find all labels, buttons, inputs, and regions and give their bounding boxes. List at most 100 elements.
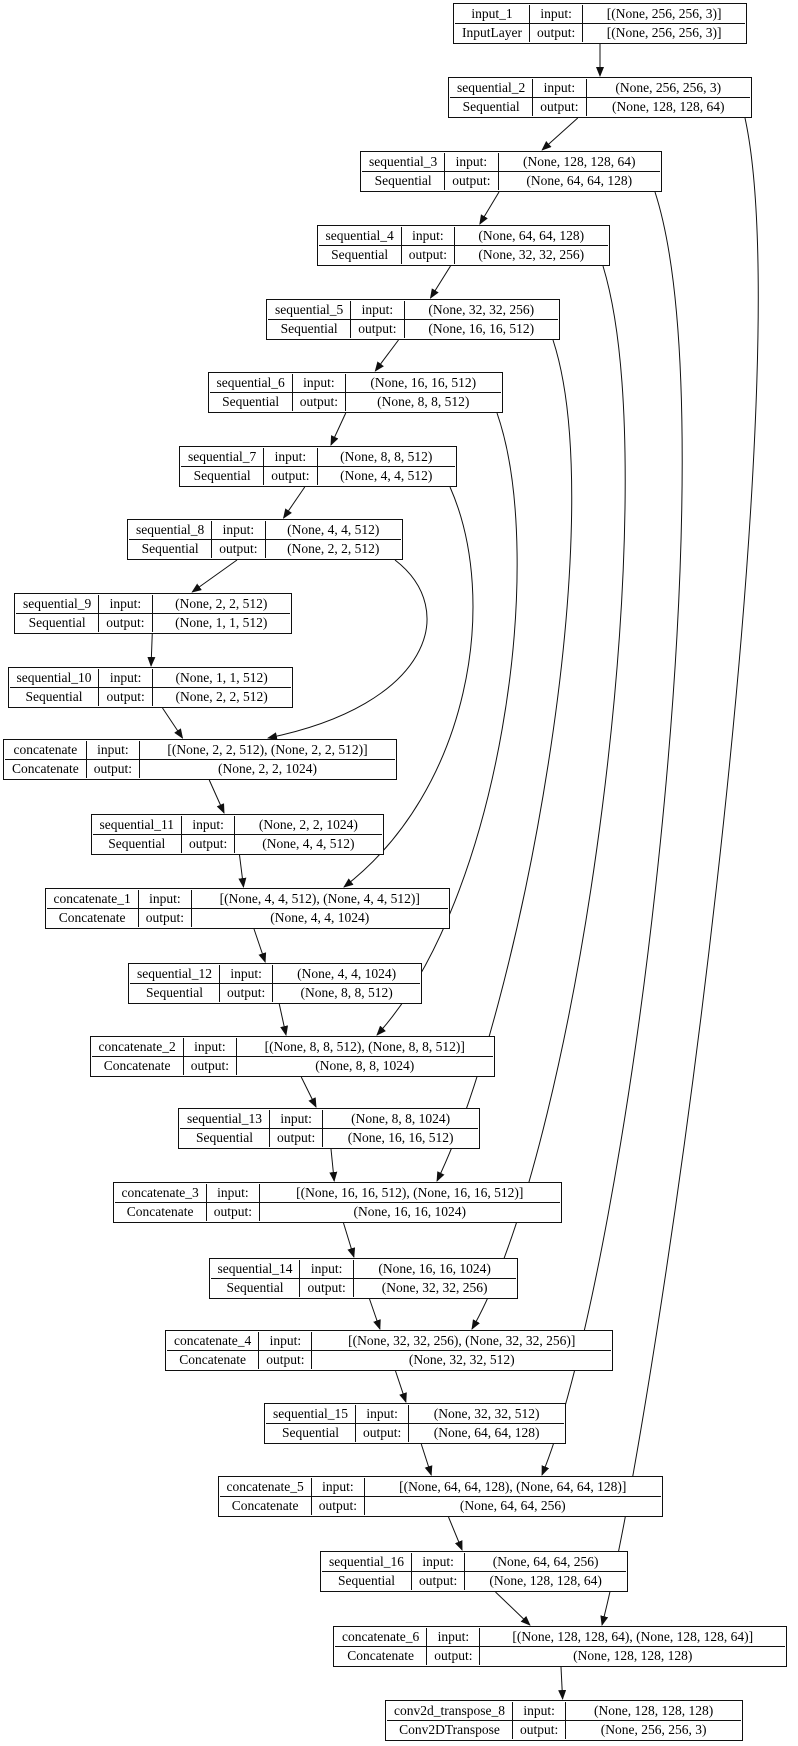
- layer-type: Sequential: [181, 466, 265, 485]
- edge-concatenate_2-sequential_13: [300, 1076, 317, 1108]
- input-label: input:: [219, 965, 274, 984]
- input-label: input:: [269, 1110, 324, 1129]
- input-shape: (None, 4, 4, 1024): [273, 965, 420, 984]
- layer-name: concatenate_5: [219, 1478, 312, 1497]
- input-label: input:: [99, 669, 153, 688]
- output-shape: (None, 8, 8, 1024): [315, 1058, 415, 1073]
- input-label: input:: [529, 5, 584, 24]
- output-shape: (None, 2, 2, 512): [287, 541, 380, 556]
- input-label: input:: [300, 1260, 354, 1279]
- input-label: input:: [259, 1332, 313, 1351]
- layer-name: sequential_8: [129, 521, 213, 540]
- layer-name: sequential_15: [266, 1405, 356, 1424]
- edge-sequential_15-concatenate_5: [420, 1443, 433, 1476]
- input-shape: (None, 1, 1, 512): [152, 669, 291, 688]
- edge-sequential_14-concatenate_4: [369, 1298, 381, 1330]
- layer-type: Concatenate: [167, 1350, 260, 1369]
- output-shape: (None, 1, 1, 512): [175, 615, 268, 630]
- input-shape: (None, 2, 2, 1024): [235, 816, 382, 835]
- output-shape: (None, 256, 256, 3): [600, 1722, 707, 1737]
- edge-sequential_4-concatenate_4: [471, 265, 626, 1330]
- input-label: input:: [401, 227, 455, 246]
- output-shape: (None, 32, 32, 256): [478, 247, 585, 262]
- input-shape: (None, 32, 32, 256): [404, 301, 558, 320]
- input-label: input:: [206, 1184, 260, 1203]
- output-label: output:: [513, 1720, 567, 1739]
- edge-sequential_12-concatenate_2: [278, 1003, 289, 1036]
- input-label: input:: [212, 521, 266, 540]
- output-label: output:: [184, 1056, 237, 1075]
- layer-name: conv2d_transpose_8: [387, 1702, 513, 1721]
- output-label: output:: [427, 1646, 481, 1665]
- layer-type: Sequential: [93, 834, 182, 853]
- output-shape: (None, 16, 16, 512): [428, 321, 535, 336]
- layer-name: sequential_14: [210, 1260, 301, 1279]
- input-shape: (None, 2, 2, 512): [152, 595, 290, 614]
- output-shape: (None, 64, 64, 256): [459, 1498, 566, 1513]
- output-shape: (None, 128, 128, 128): [573, 1648, 693, 1663]
- input-shape: [(None, 128, 128, 64), (None, 128, 128, …: [480, 1628, 785, 1647]
- output-label: output:: [212, 539, 266, 558]
- layer-type: Sequential: [10, 687, 100, 706]
- layer-type: Sequential: [450, 97, 534, 116]
- output-label: output:: [402, 245, 455, 264]
- input-shape: [(None, 64, 64, 128), (None, 64, 64, 128…: [364, 1478, 661, 1497]
- edge-sequential_4-sequential_5: [429, 265, 451, 299]
- layer-name: concatenate_2: [91, 1038, 184, 1057]
- input-shape: (None, 256, 256, 3): [586, 79, 750, 98]
- output-label: output:: [182, 834, 236, 853]
- layer-type: Concatenate: [335, 1646, 428, 1665]
- edge-sequential_3-sequential_4: [479, 191, 500, 225]
- output-label: output:: [207, 1202, 260, 1221]
- edge-sequential_5-sequential_6: [374, 339, 399, 372]
- edge-sequential_10-concatenate: [162, 707, 184, 739]
- edge-sequential_11-concatenate_1: [238, 854, 247, 888]
- edge-sequential_7-sequential_8: [282, 486, 306, 519]
- layer-type: Sequential: [362, 171, 446, 190]
- output-shape: (None, 16, 16, 512): [347, 1130, 454, 1145]
- input-shape: [(None, 2, 2, 512), (None, 2, 2, 512)]: [139, 741, 395, 760]
- input-label: input:: [86, 741, 140, 760]
- edge-sequential_3-concatenate_5: [541, 191, 683, 1476]
- input-label: input:: [183, 1038, 237, 1057]
- edge-concatenate_4-sequential_15: [395, 1370, 407, 1403]
- layer-name: sequential_5: [268, 301, 352, 320]
- layer-type: Sequential: [16, 613, 100, 632]
- output-label: output:: [99, 687, 153, 706]
- input-shape: (None, 64, 64, 256): [465, 1553, 626, 1572]
- layer-type: Concatenate: [115, 1202, 207, 1221]
- layer-type: Sequential: [129, 539, 213, 558]
- layer-type: Conv2DTranspose: [387, 1720, 513, 1739]
- layer-type: Sequential: [130, 983, 220, 1002]
- layer-name: sequential_12: [130, 965, 220, 984]
- layer-name: sequential_10: [9, 669, 100, 688]
- output-label: output:: [259, 1350, 313, 1369]
- output-label: output:: [300, 1278, 354, 1297]
- input-label: input:: [533, 79, 587, 98]
- output-shape: (None, 4, 4, 512): [340, 468, 433, 483]
- output-label: output:: [293, 392, 346, 411]
- layer-type: InputLayer: [455, 23, 530, 42]
- input-shape: (None, 32, 32, 512): [409, 1405, 564, 1424]
- input-label: input:: [411, 1553, 466, 1572]
- layer-type: Concatenate: [47, 908, 139, 927]
- layer-name: concatenate_6: [335, 1628, 428, 1647]
- output-label: output:: [312, 1496, 365, 1515]
- input-label: input:: [264, 448, 318, 467]
- input-shape: [(None, 4, 4, 512), (None, 4, 4, 512)]: [191, 890, 448, 909]
